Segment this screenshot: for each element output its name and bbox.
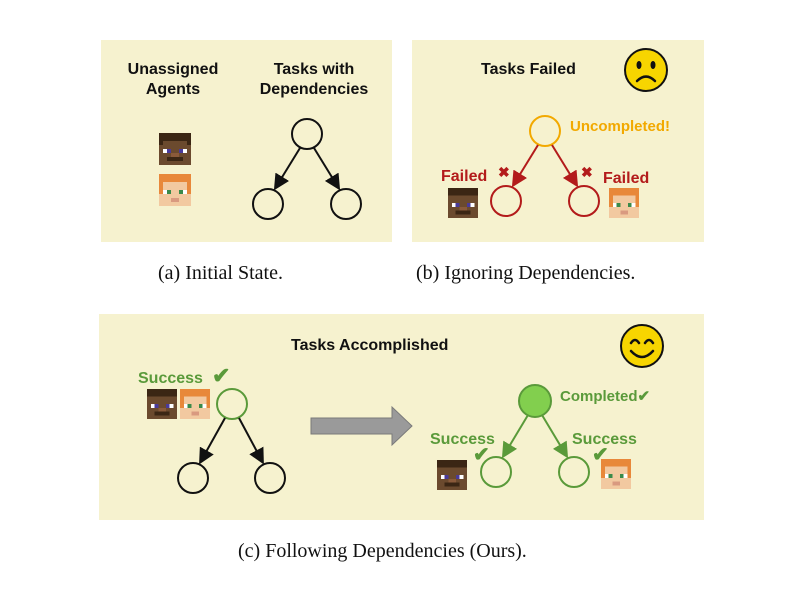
caption-c: (c) Following Dependencies (Ours). (238, 540, 527, 562)
check-icon: ✔ (637, 388, 651, 405)
tasks-failed-title: Tasks Failed (481, 61, 576, 78)
tasks-line-2: Dependencies (259, 81, 369, 98)
task-node-right (330, 188, 362, 220)
success-edge-left (501, 414, 529, 459)
success-edge-right (541, 414, 569, 459)
pending-node-left (177, 462, 209, 494)
pending-node-right (254, 462, 286, 494)
task-node-left (252, 188, 284, 220)
pending-edge-right (238, 417, 264, 465)
alex-face-icon (159, 174, 191, 206)
failed-edge-right (551, 144, 579, 188)
edge-left (273, 147, 301, 191)
alex-face-icon (609, 188, 639, 218)
happy-face-icon (620, 324, 664, 368)
steve-face-icon (437, 460, 467, 490)
active-root-node (216, 388, 248, 420)
edge-right (313, 147, 341, 191)
failed-node-right (568, 185, 600, 217)
uncompleted-label: Uncompleted! (570, 118, 671, 135)
right-arrow-icon (310, 405, 413, 447)
alex-face-icon (601, 459, 631, 489)
failed-edge-left (511, 144, 539, 188)
steve-face-icon (448, 188, 478, 218)
tasks-with-dependencies-label: Tasks with Dependencies (247, 60, 381, 100)
task-node-root (291, 118, 323, 150)
success-label-left: Success (430, 431, 495, 448)
failed-label-left: Failed (441, 168, 488, 185)
failed-node-left (490, 185, 522, 217)
tasks-line-1: Tasks with (273, 61, 355, 78)
steve-face-icon (159, 133, 191, 165)
unassigned-line-1: Unassigned (127, 61, 219, 78)
tasks-accomplished-title: Tasks Accomplished (291, 337, 449, 354)
unassigned-agents-label: Unassigned Agents (112, 60, 234, 100)
sad-face-icon (624, 48, 668, 92)
uncompleted-node (529, 115, 561, 147)
steve-face-icon (147, 389, 177, 419)
panel-initial-state (101, 40, 392, 242)
failed-label-right: Failed (603, 170, 650, 187)
success-node-left (480, 456, 512, 488)
success-label-right: Success (572, 431, 637, 448)
alex-face-icon (180, 389, 210, 419)
cross-icon: ✖ (498, 164, 510, 180)
check-icon: ✔ (473, 444, 490, 466)
caption-b: (b) Ignoring Dependencies. (416, 262, 636, 284)
check-icon: ✔ (212, 363, 231, 388)
completed-text: Completed (560, 388, 638, 405)
success-node-right (558, 456, 590, 488)
success-label-top: Success (138, 370, 203, 387)
caption-a: (a) Initial State. (158, 262, 283, 284)
unassigned-line-2: Agents (145, 81, 201, 98)
completed-label: Completed✔ (560, 387, 650, 407)
completed-node (518, 384, 552, 418)
cross-icon: ✖ (581, 164, 593, 180)
pending-edge-left (199, 417, 226, 465)
